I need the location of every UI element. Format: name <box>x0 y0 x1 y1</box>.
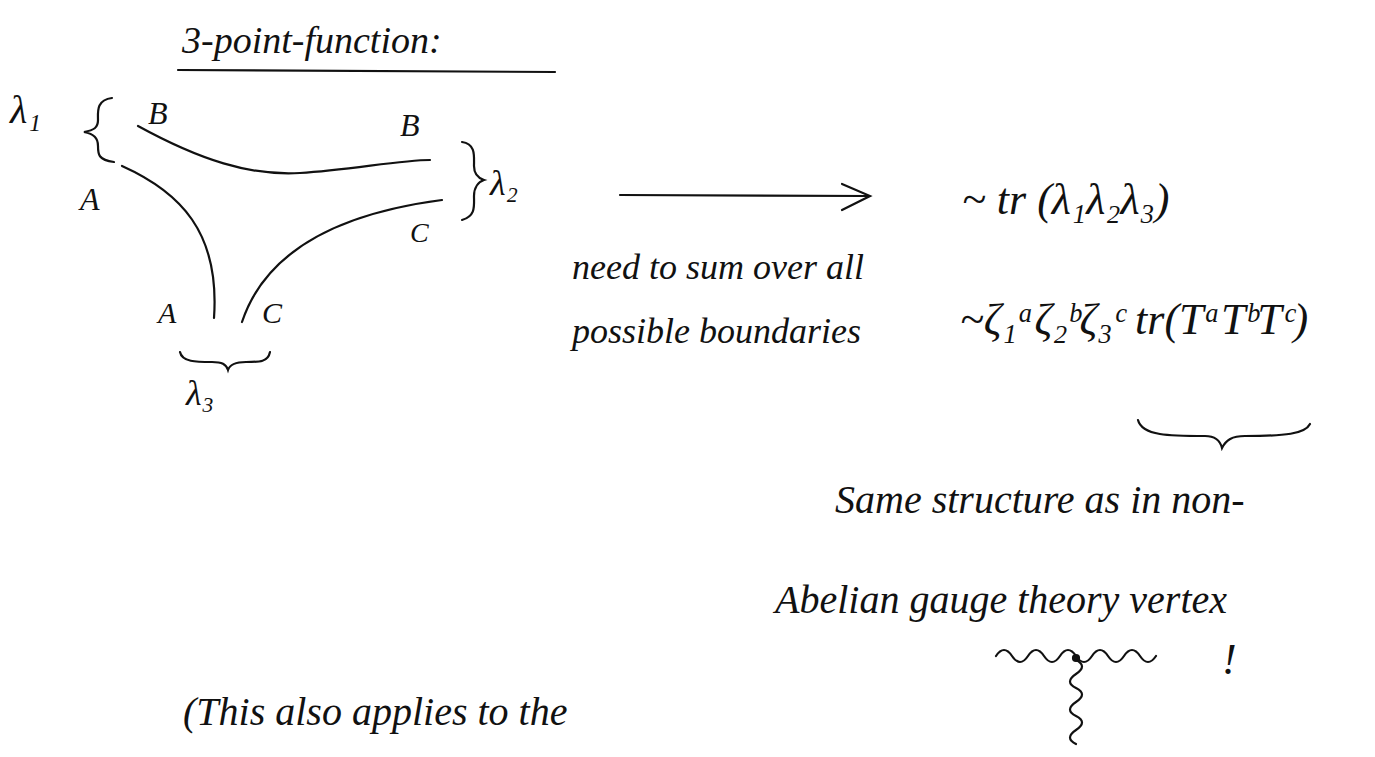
gluon-line <box>996 650 1156 662</box>
boundary-letter: A <box>158 296 176 329</box>
vertex-dot <box>1073 655 1079 661</box>
gluon-line <box>1070 660 1082 744</box>
arrow <box>620 195 868 196</box>
exclamation: ! <box>1222 636 1237 684</box>
ribbon-edge <box>122 166 215 318</box>
brace <box>1138 420 1310 448</box>
title: 3-point-function: <box>182 20 442 62</box>
arrow-head <box>842 184 870 210</box>
bracket-label: λ₁ <box>10 88 41 132</box>
note: Same structure as in non-Abelian gauge t… <box>775 450 1275 650</box>
boundary-letter: C <box>410 218 429 249</box>
bracket-label: λ₃ <box>186 374 214 414</box>
brace <box>84 98 114 162</box>
bracket-label: λ₂ <box>490 164 518 204</box>
brace <box>462 142 484 220</box>
boundary-letter: A <box>80 182 100 217</box>
underline <box>178 70 555 72</box>
boundary-letter: B <box>148 96 168 131</box>
boundary-letter: C <box>262 296 282 329</box>
formula: ~ζ₁ᵃζ₂ᵇζ₃ᶜ tr(TᵃTᵇTᶜ) <box>960 296 1308 344</box>
ribbon-edge <box>138 126 430 173</box>
brace <box>180 352 270 370</box>
note: (This also applies to the <box>183 690 567 734</box>
formula: ~ tr (λ₁λ₂λ₃) <box>962 176 1170 224</box>
note: need to sum over all possible boundaries <box>572 235 872 363</box>
boundary-letter: B <box>400 108 420 143</box>
